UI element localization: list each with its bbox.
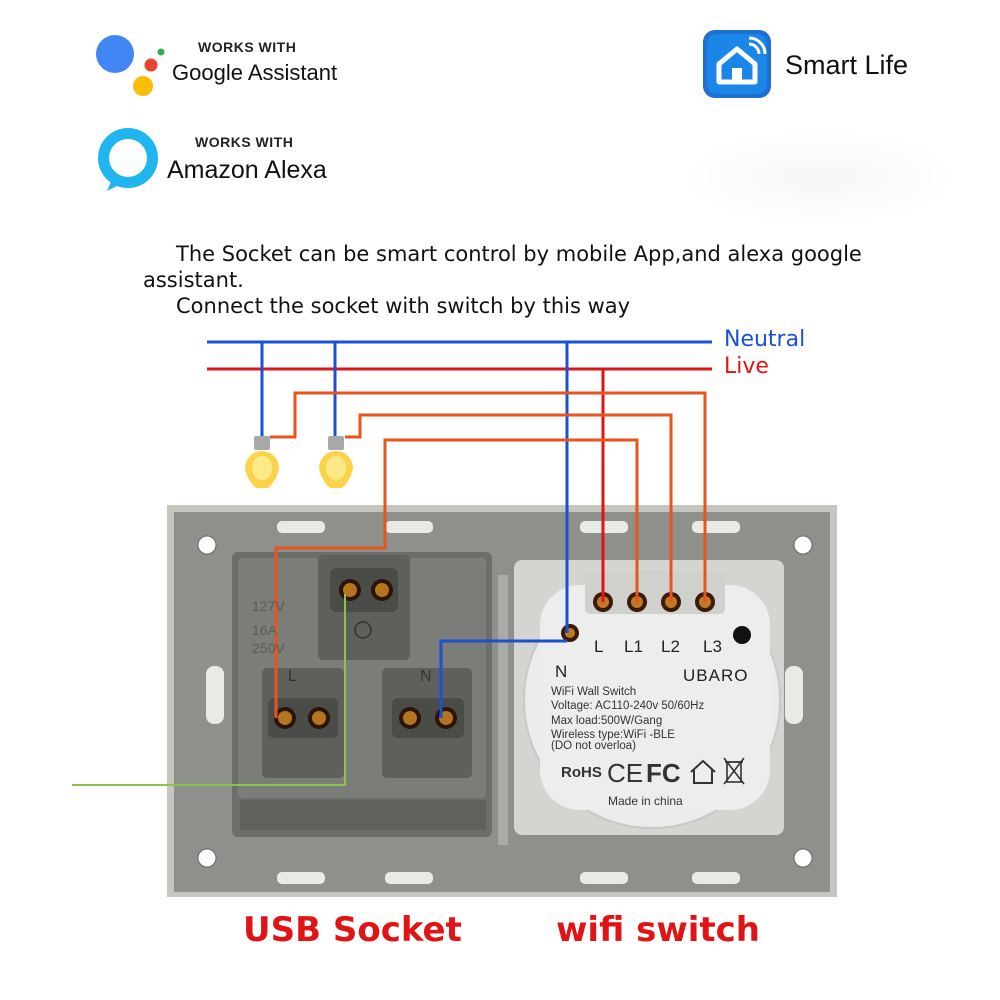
description-line-3: Connect the socket with switch by this w… [176, 294, 631, 318]
switched-l1-wire [274, 438, 639, 718]
screw-hole [197, 848, 217, 868]
google-assistant-name: Google Assistant [172, 60, 338, 85]
switch-terminal-l: L [594, 637, 604, 656]
switch-terminal-n: N [555, 662, 568, 681]
reset-button [733, 626, 751, 644]
earth-symbol-icon [354, 621, 372, 639]
switch-spec-wireless: Wireless type:WiFi -BLE [551, 729, 675, 741]
alexa-works-with: WORKS WITH [195, 134, 294, 150]
earth-wire [72, 594, 346, 786]
socket-base-strip [240, 800, 486, 830]
socket-rating-127v: 127V [252, 598, 285, 614]
switched-l3-wire [270, 391, 707, 602]
plate-slot [692, 521, 740, 533]
description-line-2: assistant. [143, 268, 244, 292]
description-line-1: The Socket can be smart control by mobil… [176, 242, 862, 266]
google-assistant-icon [96, 35, 165, 96]
switch-brand: UBARO [683, 666, 749, 685]
made-in-label: Made in china [608, 794, 683, 808]
smart-life-badge: Smart Life [703, 30, 943, 100]
plate-slot [385, 521, 433, 533]
screw-hole [793, 848, 813, 868]
switched-l2-wire [345, 413, 673, 602]
switch-spec-max-load: Max load:500W/Gang [551, 715, 663, 727]
socket-rating-16a: 16A [252, 622, 277, 638]
neutral-legend: Neutral [724, 327, 806, 352]
screw-hole [197, 535, 217, 555]
alexa-name: Amazon Alexa [167, 156, 327, 184]
plate-slot [277, 521, 325, 533]
plate-slot [785, 666, 803, 724]
wifi-switch-caption: wifi switch [556, 910, 761, 950]
switch-spec-title: WiFi Wall Switch [551, 686, 637, 698]
light-bulb-icon [244, 436, 280, 488]
weee-bin-icon [723, 757, 745, 785]
switch-spec-warning: (DO not overloa) [551, 740, 637, 752]
plate-slot [277, 872, 325, 884]
ce-mark: CE [607, 758, 644, 788]
usb-socket-caption: USB Socket [243, 910, 462, 950]
socket-rating-250v: 250V [252, 640, 285, 656]
live-legend: Live [724, 354, 769, 379]
google-assistant-badge: WORKS WITH Google Assistant [95, 32, 365, 102]
socket-label-n: N [420, 668, 432, 685]
plate-divider [498, 575, 508, 845]
plate-slot [692, 872, 740, 884]
screw-hole [793, 535, 813, 555]
switch-spec-voltage: Voltage: AC110-240v 50/60Hz [551, 700, 705, 712]
switch-terminal-l2: L2 [661, 637, 680, 656]
background-glare [680, 130, 960, 225]
switch-terminal-l1: L1 [624, 637, 643, 656]
plate-slot [385, 872, 433, 884]
smart-life-name: Smart Life [785, 50, 909, 80]
smart-life-home-icon [703, 30, 771, 98]
google-works-with: WORKS WITH [198, 39, 297, 55]
amazon-alexa-badge: WORKS WITH Amazon Alexa [95, 125, 365, 195]
house-recycle-icon [690, 759, 716, 784]
neutral-to-socket [439, 639, 567, 718]
plate-slot [206, 666, 224, 724]
switch-terminal-l3: L3 [703, 637, 722, 656]
fc-mark: FC [646, 758, 681, 788]
rohs-mark: RoHS [561, 764, 602, 781]
light-bulb-icon [319, 436, 353, 488]
socket-label-l: L [288, 668, 297, 685]
plate-slot [580, 872, 628, 884]
alexa-ring-icon [98, 128, 158, 191]
